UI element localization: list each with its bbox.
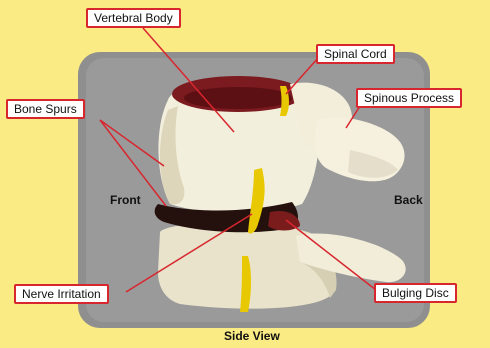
label-spinous-process: Spinous Process [356, 88, 462, 108]
front-label: Front [110, 193, 141, 207]
label-bulging-disc: Bulging Disc [374, 283, 457, 303]
side-view-caption: Side View [224, 329, 280, 343]
label-bone-spurs: Bone Spurs [6, 99, 85, 119]
label-vertebral-body: Vertebral Body [86, 8, 181, 28]
label-nerve-irritation: Nerve Irritation [14, 284, 109, 304]
vertebral-canal-inner [184, 87, 292, 109]
back-label: Back [394, 193, 423, 207]
label-spinal-cord: Spinal Cord [316, 44, 395, 64]
